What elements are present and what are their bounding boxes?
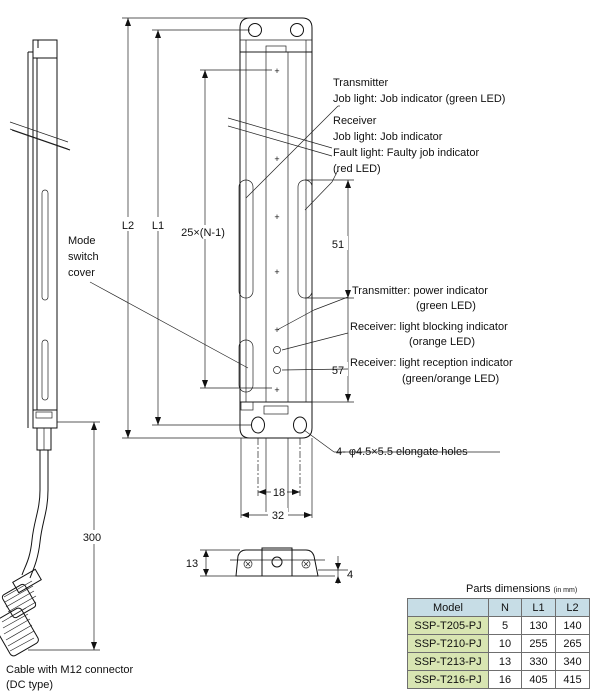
parts-table-title: Parts dimensions (in mm)	[466, 583, 577, 595]
mode-label-line2: switch	[68, 251, 99, 263]
cell-l1: 405	[521, 670, 556, 689]
header-l2: L2	[555, 598, 590, 617]
cell-l2: 265	[555, 634, 590, 653]
svg-text:+: +	[274, 212, 279, 222]
cable-label-line2: (DC type)	[6, 679, 53, 691]
side-view	[0, 39, 71, 657]
dim-pitch-label: 25×(N-1)	[181, 227, 225, 239]
bottom-view: 13 4	[186, 547, 353, 584]
cell-n: 10	[488, 634, 522, 653]
mode-label-line3: cover	[68, 267, 95, 279]
svg-text:+: +	[274, 66, 279, 76]
dim-300-label: 300	[83, 532, 101, 544]
cell-l2: 340	[555, 652, 590, 671]
svg-text:+: +	[274, 267, 279, 277]
cell-n: 16	[488, 670, 522, 689]
holes-label: 4- φ4.5×5.5 elongate holes	[336, 446, 468, 458]
header-n: N	[488, 598, 522, 617]
header-l1: L1	[521, 598, 556, 617]
receiver-title: Receiver	[333, 115, 377, 127]
front-view: + + + + + +	[238, 17, 313, 518]
power-indicator-led: (green LED)	[416, 300, 476, 312]
dim-18-label: 18	[273, 487, 285, 499]
reception-indicator-label: Receiver: light reception indicator	[350, 357, 513, 369]
cell-model: SSP-T216-PJ	[407, 670, 489, 689]
transmitter-title: Transmitter	[333, 77, 389, 89]
cell-l1: 130	[521, 616, 556, 635]
receiver-job-light: Job light: Job indicator	[333, 131, 443, 143]
dim-pitch: 25×(N-1)	[172, 69, 272, 389]
cell-l2: 140	[555, 616, 590, 635]
mode-label-line1: Mode	[68, 235, 96, 247]
table-row: SSP-T205-PJ 5 130 140	[407, 616, 590, 635]
parts-table: Model N L1 L2 SSP-T205-PJ 5 130 140 SSP-…	[407, 598, 590, 689]
power-indicator-label: Transmitter: power indicator	[352, 285, 488, 297]
table-row: SSP-T213-PJ 13 330 340	[407, 652, 590, 671]
cell-l1: 255	[521, 634, 556, 653]
cell-model: SSP-T213-PJ	[407, 652, 489, 671]
header-model: Model	[407, 598, 489, 617]
dim-18: 18	[258, 485, 300, 499]
dim-L1-label: L1	[152, 220, 164, 232]
dim-L2: L2	[116, 17, 250, 439]
blocking-indicator-label: Receiver: light blocking indicator	[350, 321, 508, 333]
reception-indicator-led: (green/orange LED)	[402, 373, 499, 385]
leader-lines	[89, 105, 500, 453]
cell-n: 13	[488, 652, 522, 671]
dim-300: 300	[28, 421, 108, 651]
dim-L2-label: L2	[122, 220, 134, 232]
svg-text:+: +	[274, 154, 279, 164]
cell-l2: 415	[555, 670, 590, 689]
dim-57: 57	[306, 298, 354, 403]
table-row: SSP-T210-PJ 10 255 265	[407, 634, 590, 653]
table-row: SSP-T216-PJ 16 405 415	[407, 670, 590, 689]
dim-4-label: 4	[347, 569, 353, 581]
receiver-fault-led: (red LED)	[333, 163, 381, 175]
svg-text:+: +	[274, 385, 279, 395]
cell-l1: 330	[521, 652, 556, 671]
dim-57-label: 57	[332, 365, 344, 377]
dim-51-label: 51	[332, 239, 344, 251]
cell-n: 5	[488, 616, 522, 635]
dim-13-label: 13	[186, 558, 198, 570]
transmitter-job-light: Job light: Job indicator (green LED)	[333, 93, 505, 105]
dim-32-label: 32	[272, 510, 284, 522]
cell-model: SSP-T210-PJ	[407, 634, 489, 653]
parts-table-unit: (in mm)	[553, 587, 578, 594]
dim-32: 32	[241, 508, 312, 522]
receiver-fault-light: Fault light: Faulty job indicator	[333, 147, 479, 159]
cell-model: SSP-T205-PJ	[407, 616, 489, 635]
dim-L1: L1	[147, 29, 252, 426]
cable-label-line1: Cable with M12 connector	[6, 664, 134, 676]
blocking-indicator-led: (orange LED)	[409, 336, 475, 348]
parts-table-title-text: Parts dimensions	[466, 583, 551, 595]
parts-table-header-row: Model N L1 L2	[407, 598, 590, 617]
